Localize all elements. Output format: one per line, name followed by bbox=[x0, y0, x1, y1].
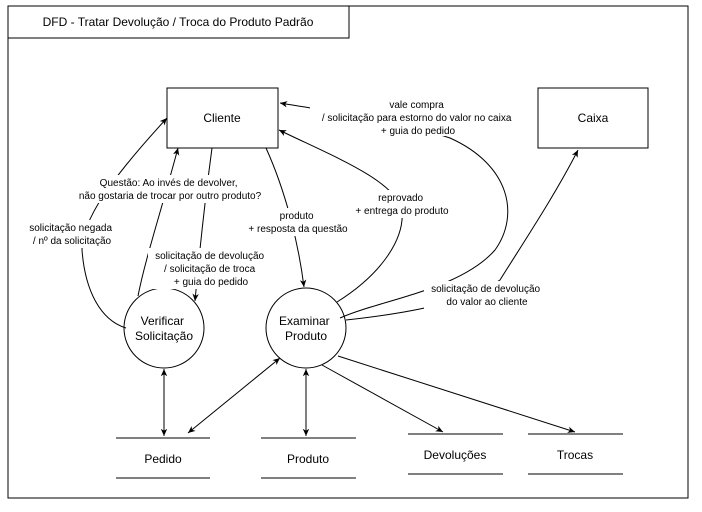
label-produto-resposta: produto + resposta da questão bbox=[242, 208, 356, 236]
store-pedido-label: Pedido bbox=[144, 452, 182, 466]
label-solicitacao-negada: solicitação negada / nº da solicitação bbox=[24, 220, 120, 248]
label-devolucao-valor: solicitação de devolução do valor ao cli… bbox=[424, 281, 550, 309]
svg-text:produto + resposta da qu: produto + resposta da questão bbox=[248, 211, 348, 235]
process-verificar-label: Verificar Solicitação bbox=[135, 314, 193, 343]
svg-text:reprovado + entrega do p: reprovado + entrega do produto bbox=[355, 193, 449, 217]
title-box bbox=[7, 5, 350, 39]
process-examinar-produto[interactable]: Examinar Produto bbox=[265, 287, 347, 369]
store-produto[interactable]: Produto bbox=[261, 437, 356, 479]
flow-examinar-devolucoes-arrow[interactable] bbox=[321, 364, 444, 433]
entity-caixa-label: Caixa bbox=[578, 111, 609, 125]
store-trocas[interactable]: Trocas bbox=[528, 433, 623, 475]
label-solicitacao-devolucao: solicitação de devolução / solicitação d… bbox=[148, 248, 274, 289]
flow-solicitacao-negada-arrow[interactable] bbox=[81, 117, 168, 329]
label-vale-compra: vale compra / solicitação para estorno d… bbox=[310, 96, 526, 137]
label-questao: Questão: Ao invés de devolver, não gosta… bbox=[66, 175, 274, 203]
svg-text:vale compra / solicitaçã: vale compra / solicitação para estorno d… bbox=[322, 100, 514, 137]
svg-text:Questão: Ao invés de devolver,: Questão: Ao invés de devolver, não gosta… bbox=[79, 178, 262, 202]
store-devolucoes[interactable]: Devoluções bbox=[408, 433, 503, 475]
label-reprovado: reprovado + entrega do produto bbox=[348, 190, 456, 218]
entity-caixa[interactable]: Caixa bbox=[537, 87, 649, 149]
store-produto-label: Produto bbox=[287, 452, 329, 466]
svg-text:solicitação de devolução: solicitação de devolução / solicitação d… bbox=[155, 251, 267, 288]
flow-examinar-pedido-arrow[interactable] bbox=[187, 357, 281, 434]
flow-devolucao-valor-arrow[interactable] bbox=[345, 149, 579, 321]
process-examinar-label: Examinar Produto bbox=[279, 314, 333, 343]
entity-cliente[interactable]: Cliente bbox=[166, 87, 279, 149]
diagram-title: DFD - Tratar Devolução / Troca do Produt… bbox=[43, 15, 314, 29]
svg-text:solicitação negada / nº: solicitação negada / nº da solicitação bbox=[29, 223, 115, 247]
diagram-frame bbox=[7, 5, 689, 499]
store-trocas-label: Trocas bbox=[557, 448, 593, 462]
store-pedido[interactable]: Pedido bbox=[116, 437, 210, 479]
flow-examinar-trocas-arrow[interactable] bbox=[337, 355, 576, 433]
store-devolucoes-label: Devoluções bbox=[424, 448, 487, 462]
flow-questao-arrow[interactable] bbox=[137, 147, 180, 297]
process-verificar-solicitacao[interactable]: Verificar Solicitação bbox=[123, 287, 205, 369]
svg-text:solicitação de devolução: solicitação de devolução do valor ao cli… bbox=[431, 284, 543, 308]
entity-cliente-label: Cliente bbox=[203, 111, 241, 125]
